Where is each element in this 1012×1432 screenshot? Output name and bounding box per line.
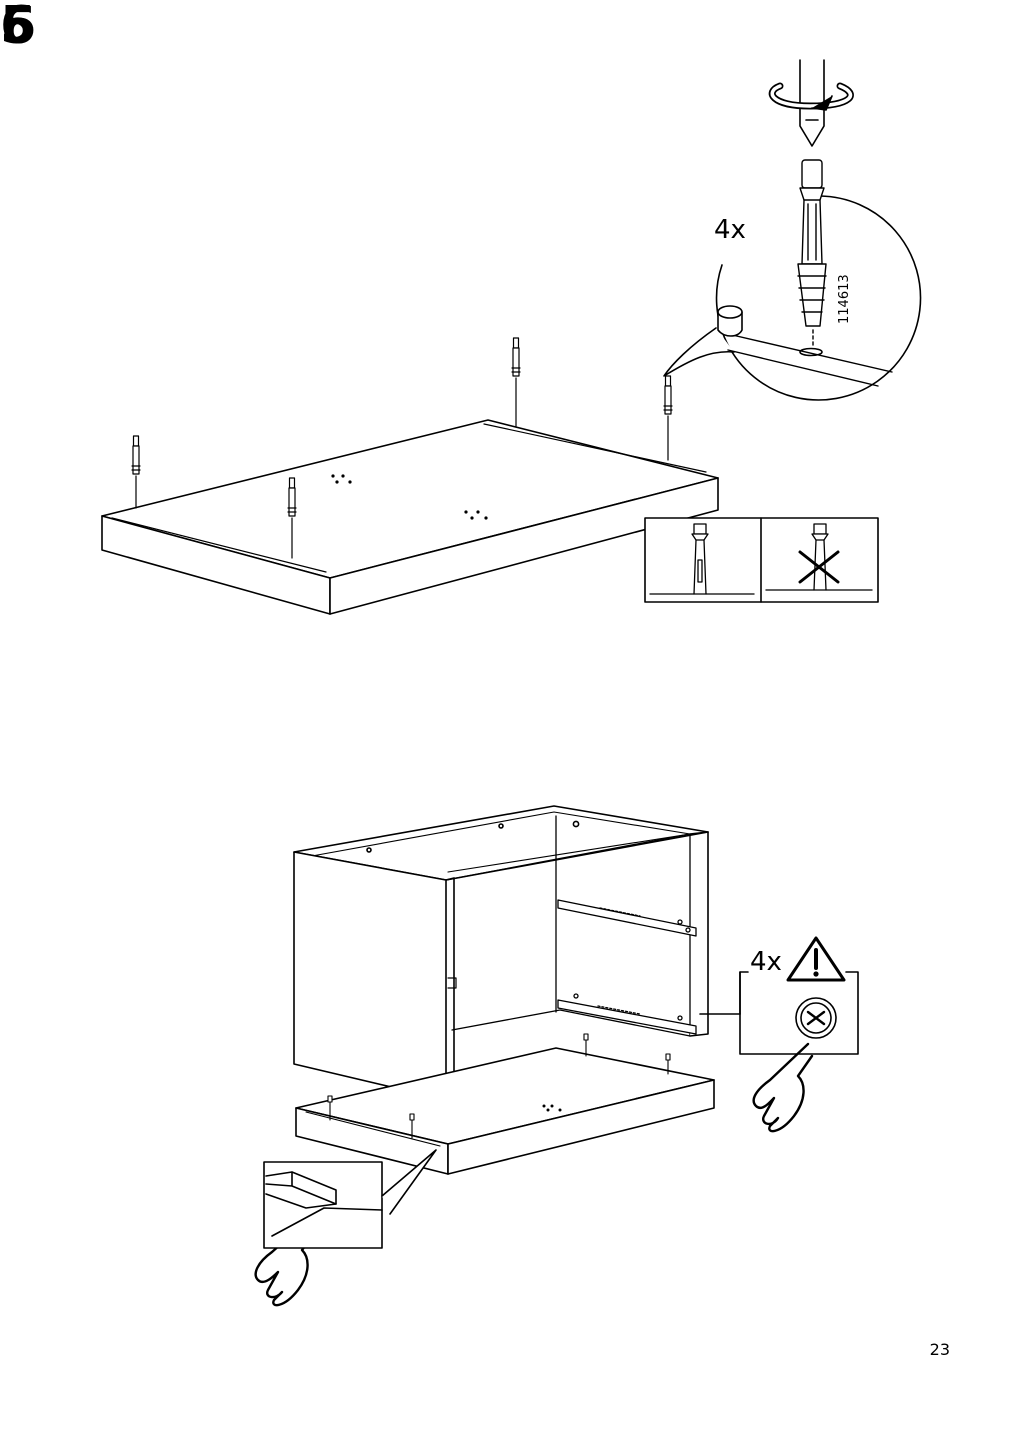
pressing-hand-icon xyxy=(752,1042,814,1133)
dowel-4 xyxy=(663,375,673,461)
bottom-panel-step5 xyxy=(101,419,719,615)
dowel-group-step5 xyxy=(131,337,673,559)
cabinet-carcass-step6 xyxy=(293,805,709,1101)
step-6-number: 6 xyxy=(0,0,37,56)
step-5-number: 5 xyxy=(0,0,37,56)
edge-detail-box xyxy=(263,1149,437,1249)
step6-quantity-label: 4x xyxy=(750,947,782,977)
rotation-arrow-icon xyxy=(768,82,854,111)
page-number: 23 xyxy=(929,1340,950,1359)
screw-head-icon xyxy=(795,997,837,1039)
dowel-1 xyxy=(131,435,141,509)
correct-incorrect-box xyxy=(644,517,879,603)
dowel-2 xyxy=(287,477,297,559)
step5-quantity-label: 4x xyxy=(714,215,746,245)
cross-out-icon xyxy=(798,550,840,584)
warning-callout-box xyxy=(699,971,859,1055)
detail-circle-step5 xyxy=(663,159,922,401)
part-number-label: 114613 xyxy=(837,274,852,324)
pressing-hand-icon-lower xyxy=(254,1218,318,1307)
drawer-runner-lower xyxy=(557,993,697,1035)
warning-triangle-icon xyxy=(786,936,846,982)
bottom-panel-step6 xyxy=(295,1033,715,1175)
drawer-runner-upper xyxy=(557,899,697,937)
correct-insertion-icon xyxy=(649,523,755,595)
dowel-3 xyxy=(511,337,521,427)
